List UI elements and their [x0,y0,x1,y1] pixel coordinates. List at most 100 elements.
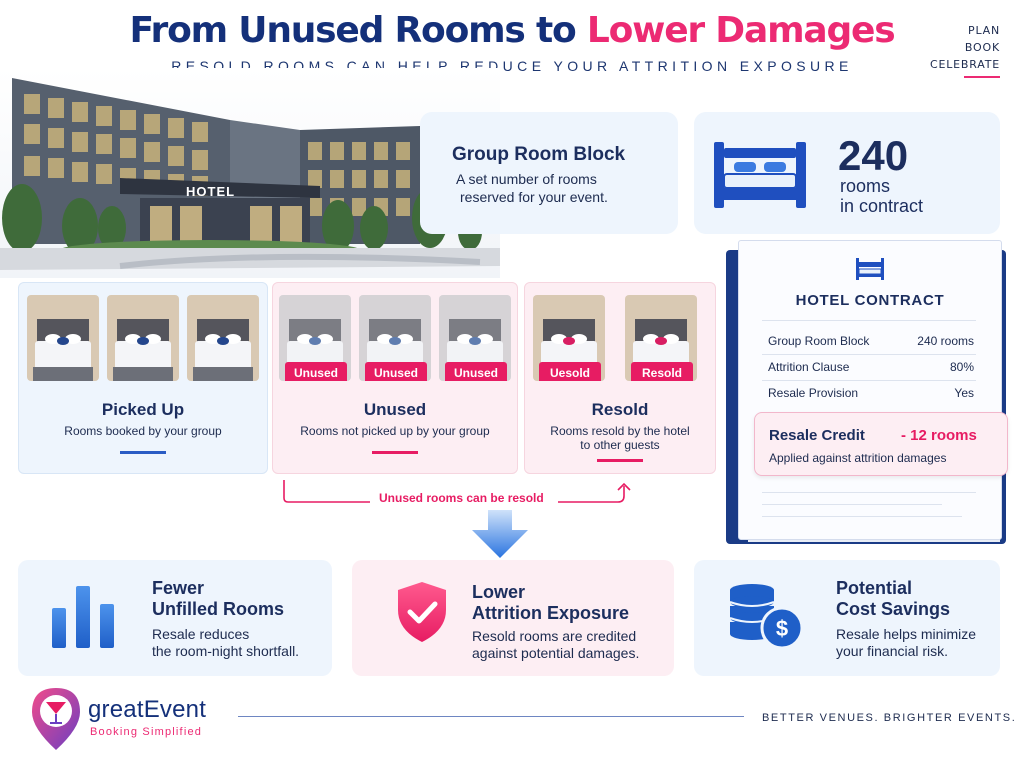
benefit-title-line1: Potential [836,578,913,598]
bed-thumbnail [107,295,179,381]
contract-rule [762,516,962,517]
unused-tag: Unused [365,362,427,381]
contract-row-label: Attrition Clause [768,360,850,374]
contract-rule [762,354,976,355]
brand-subtitle: Booking Simplified [90,726,203,738]
bed-thumbnail: Unused [439,295,511,381]
benefit-desc-line1: Resold rooms are credited [472,628,637,644]
benefit-title-line2: Attrition Exposure [472,603,630,623]
benefit-desc-line2: against potential damages. [472,645,640,661]
title-part-1: From Unused Rooms to [129,10,576,51]
top-right-nav: PLAN BOOK CELEBRATE [930,22,1000,78]
resale-credit-callout: Resale Credit - 12 rooms Applied against… [754,412,1008,476]
footer-rule [238,716,744,717]
benefit-desc-line2: the room-night shortfall. [152,643,300,659]
dollar-sign: $ [776,616,788,641]
coins-dollar-icon: $ [729,584,804,650]
benefit-title-line2: Cost Savings [836,599,951,619]
resell-note: Unused rooms can be resold [379,491,544,505]
contract-title: HOTEL CONTRACT [795,292,945,309]
hotel-building-illustration: HOTEL [0,68,500,278]
nav-underline [964,76,1000,78]
bed-thumbnail: Unused [279,295,351,381]
contract-row-value: 80% [949,360,974,374]
benefit-title-line1: Fewer [152,578,205,598]
group-room-block-desc-line1: A set number of rooms [456,171,597,187]
picked-up-desc: Rooms booked by your group [64,424,222,438]
page-title: From Unused Rooms to Lower Damages [0,10,1024,51]
rooms-label-line2: in contract [840,196,924,216]
rooms-count: 240 [838,132,909,179]
bed-thumbnail: Uesold [533,295,605,381]
shield-check-icon [398,582,446,642]
resold-underline [597,459,643,462]
bed-thumbnail [187,295,259,381]
benefit-desc-line2: your financial risk. [836,643,949,659]
unused-underline [372,451,418,454]
bed-photo-icon [27,295,99,381]
resell-flow-arrow [283,480,631,503]
group-room-block-card: Group Room Block A set number of rooms re… [420,112,678,234]
benefit-title-line2: Unfilled Rooms [152,599,285,619]
contract-rule [762,504,942,505]
contract-bed-icon [856,258,884,280]
group-room-block-desc-line2: reserved for your event. [460,189,608,205]
unused-desc: Rooms not picked up by your group [300,424,490,438]
contract-rule [762,492,976,493]
unused-tag: Unused [445,362,507,381]
resale-credit-label: Resale Credit [769,427,865,444]
picked-up-box: Picked Up Rooms booked by your group [18,282,268,474]
bed-icon [714,142,806,208]
picked-up-title: Picked Up [101,400,185,419]
resale-credit-desc: Applied against attrition damages [769,451,947,465]
nav-book[interactable]: BOOK [964,41,1000,54]
footer-tagline: BETTER VENUES. BRIGHTER EVENTS. [762,712,1017,724]
bar-chart-icon [52,586,114,648]
rooms-label-line1: rooms [840,176,891,196]
unused-box: Unused Unused Unused Unused Rooms not pi… [272,282,518,474]
contract-row: Group Room Block 240 rooms [768,334,974,348]
group-room-block-desc: A set number of rooms reserved for your e… [456,170,656,206]
hotel-contract: HOTEL CONTRACT Group Room Block 240 rooms… [726,238,1010,548]
bed-thumbnail: Unused [359,295,431,381]
nav-celebrate[interactable]: CELEBRATE [930,58,1000,71]
resold-tag: Uesold [539,362,601,381]
benefit-title-line1: Lower [472,582,526,602]
resold-tag: Resold [631,362,693,381]
contract-row-label: Resale Provision [768,386,859,400]
contract-row: Attrition Clause 80% [768,360,974,374]
picked-up-underline [120,451,166,454]
bed-thumbnail [27,295,99,381]
greatevent-logo-icon [32,688,80,750]
title-part-2: Lower Damages [586,10,896,51]
resold-box: Uesold Resold Resold Rooms resold by the… [524,282,716,474]
unused-tag: Unused [285,362,347,381]
benefit-desc-line1: Resale reduces [152,626,250,642]
bed-photo-icon [187,295,259,381]
contract-sheet [738,240,1002,540]
resale-credit-value: - 12 rooms [901,427,977,444]
down-arrow-icon [472,510,528,558]
contract-row-label: Group Room Block [768,334,870,348]
bed-photo-icon [107,295,179,381]
nav-plan[interactable]: PLAN [968,24,1000,37]
contract-row-value: 240 rooms [917,334,974,348]
bed-thumbnail: Resold [625,295,697,381]
unused-title: Unused [363,400,427,419]
resold-title: Resold [591,400,649,419]
benefit-desc-line1: Resale helps minimize [836,626,977,642]
group-room-block-title: Group Room Block [452,144,626,165]
contract-rule [762,380,976,381]
contract-rule [762,320,976,321]
